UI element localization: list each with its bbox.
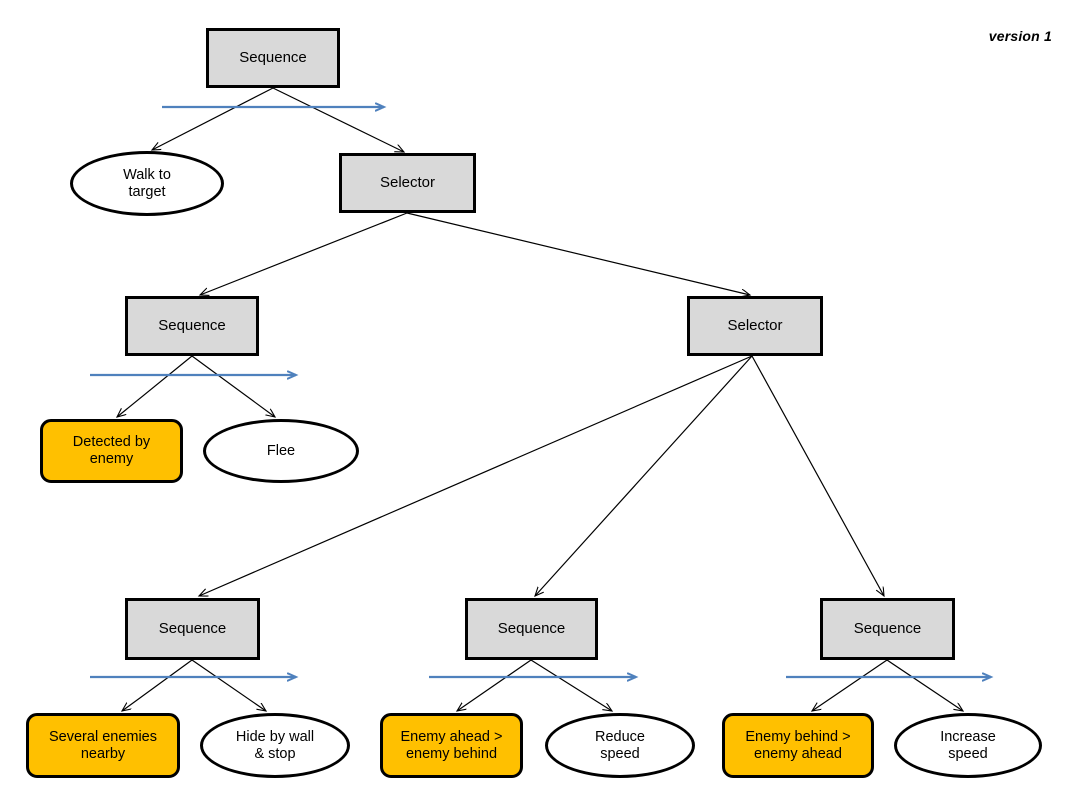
node-root-sequence[interactable]: Sequence — [206, 28, 340, 88]
node-flee[interactable]: Flee — [203, 419, 359, 483]
tree-edge — [535, 355, 753, 596]
node-sequence-flee[interactable]: Sequence — [125, 296, 259, 356]
tree-edge — [406, 212, 750, 295]
tree-edge — [191, 355, 275, 417]
tree-edge — [200, 212, 408, 295]
node-walk-to-target[interactable]: Walk to target — [70, 151, 224, 216]
node-increase-speed[interactable]: Increase speed — [894, 713, 1042, 778]
node-label: Sequence — [158, 620, 227, 638]
node-label: Sequence — [239, 49, 307, 67]
node-enemy-ahead-gt-behind[interactable]: Enemy ahead > enemy behind — [380, 713, 523, 778]
node-label: Detected by enemy — [72, 434, 151, 467]
node-label: Hide by wall & stop — [235, 728, 315, 762]
node-label: Sequence — [158, 317, 226, 335]
node-label: Walk to target — [123, 166, 171, 200]
node-label: Increase speed — [940, 728, 996, 762]
tree-edge — [272, 87, 404, 152]
node-label: Several enemies nearby — [49, 728, 157, 762]
tree-edge — [191, 659, 266, 711]
node-label: Sequence — [853, 620, 922, 638]
node-label: Enemy behind > enemy ahead — [745, 728, 851, 762]
tree-edge — [122, 659, 193, 711]
node-selector-speed[interactable]: Selector — [687, 296, 823, 356]
version-tag: version 1 — [988, 28, 1052, 44]
node-label: Flee — [266, 442, 296, 459]
node-label: Selector — [727, 317, 783, 335]
node-sequence-increase[interactable]: Sequence — [820, 598, 955, 660]
tree-edge — [117, 355, 193, 417]
tree-edge — [152, 87, 274, 150]
node-label: Selector — [379, 174, 436, 192]
node-detected-by-enemy[interactable]: Detected by enemy — [40, 419, 183, 483]
node-several-enemies-nearby[interactable]: Several enemies nearby — [26, 713, 180, 778]
node-label: Enemy ahead > enemy behind — [400, 728, 503, 762]
tree-edge — [886, 659, 963, 711]
node-enemy-behind-gt-ahead[interactable]: Enemy behind > enemy ahead — [722, 713, 874, 778]
node-sequence-hide[interactable]: Sequence — [125, 598, 260, 660]
node-reduce-speed[interactable]: Reduce speed — [545, 713, 695, 778]
tree-edge — [457, 659, 532, 711]
tree-edge — [812, 659, 888, 711]
tree-edge — [751, 355, 884, 596]
node-label: Reduce speed — [595, 728, 645, 762]
execution-order-arrows — [90, 107, 991, 677]
tree-edge — [530, 659, 612, 711]
node-selector-top[interactable]: Selector — [339, 153, 476, 213]
node-sequence-reduce[interactable]: Sequence — [465, 598, 598, 660]
node-hide-by-wall[interactable]: Hide by wall & stop — [200, 713, 350, 778]
node-label: Sequence — [497, 620, 566, 638]
